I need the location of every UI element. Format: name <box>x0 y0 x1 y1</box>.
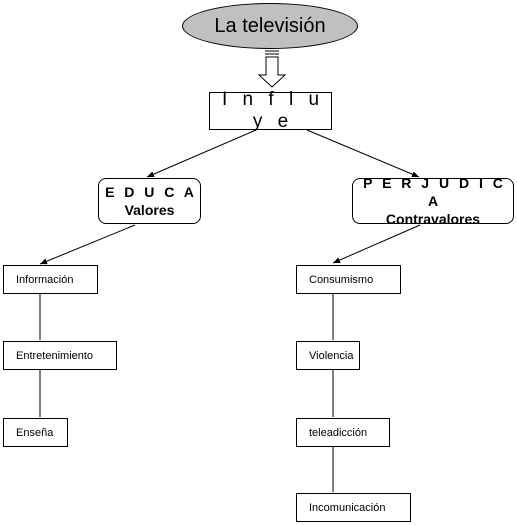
verb-node: I n f l u y e <box>209 89 332 132</box>
right-item-label: Consumismo <box>309 273 374 286</box>
right-item-incomunicacion: Incomunicación <box>296 493 411 522</box>
connector-influye-educa <box>146 129 257 178</box>
left-item-entretenimiento: Entretenimiento <box>3 341 117 370</box>
root-node: La televisión <box>182 3 358 49</box>
educa-title: E D U C A <box>105 184 197 200</box>
connector-perjudica-items <box>332 224 421 264</box>
right-item-label: teleadicción <box>309 426 368 439</box>
left-item-ensena: Enseña <box>3 418 68 447</box>
left-item-label: Enseña <box>16 426 54 439</box>
educa-subtitle: Valores <box>124 202 175 218</box>
right-item-violencia: Violencia <box>296 341 360 370</box>
educa-node: E D U C A Valores <box>98 178 201 224</box>
connector-influye-perjudica <box>306 129 420 178</box>
connector-educa-items <box>39 224 136 265</box>
perjudica-node: P E R J U D I C A Contravalores <box>352 175 514 227</box>
right-item-label: Incomunicación <box>309 501 386 514</box>
verb-label: I n f l u y e <box>221 89 325 132</box>
down-arrow-icon <box>257 50 287 88</box>
root-label: La televisión <box>214 14 326 37</box>
right-item-label: Violencia <box>309 349 354 362</box>
left-item-label: Información <box>16 273 74 286</box>
perjudica-subtitle: Contravalores <box>385 211 481 227</box>
right-item-teleadiccion: teleadicción <box>296 418 390 447</box>
left-item-label: Entretenimiento <box>16 349 94 362</box>
left-item-informacion: Información <box>3 265 98 294</box>
right-item-consumismo: Consumismo <box>296 265 401 294</box>
perjudica-title: P E R J U D I C A <box>363 175 506 209</box>
